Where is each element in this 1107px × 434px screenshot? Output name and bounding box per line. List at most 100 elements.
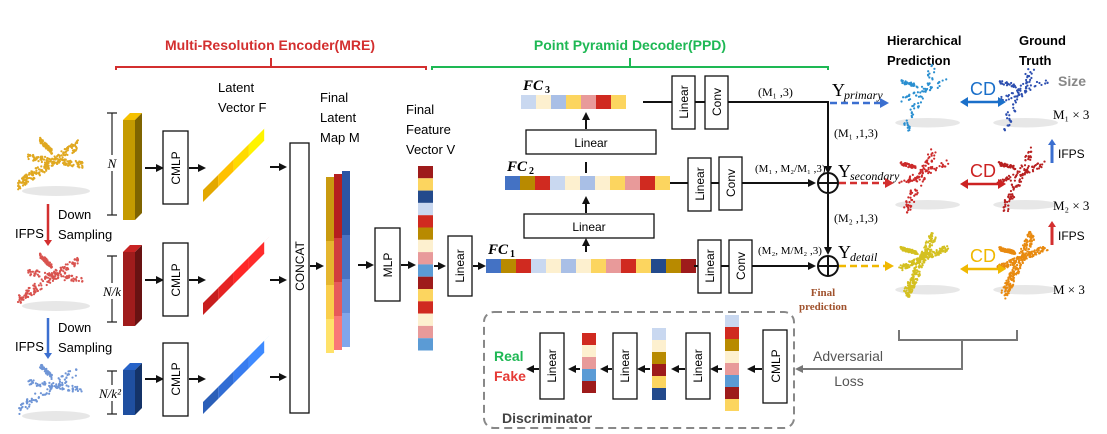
fc-label: FC — [522, 78, 544, 94]
result-point-clouds — [895, 63, 1058, 300]
final-prediction-label-line2: prediction — [799, 301, 847, 313]
conv-label: Conv — [734, 252, 748, 280]
head-secondary: Linear Conv (M₁ , M₂/M₁ ,3) — [670, 156, 826, 212]
latent-map-cell — [342, 313, 350, 347]
conv-label: Conv — [724, 169, 738, 197]
fc-cell — [655, 176, 670, 190]
fc-cell — [595, 176, 610, 190]
downsample-arrowhead-icon — [44, 353, 52, 359]
discriminator: Discriminator CMLP Linear Linear Linear … — [483, 311, 795, 429]
decoder-input-linear: Linear — [447, 235, 473, 297]
fc-cell — [610, 176, 625, 190]
hierarchical-prediction-label-line1: Hierarchical — [887, 33, 961, 48]
feature-vector-cell — [418, 264, 433, 277]
arrow-right-icon — [998, 264, 1006, 274]
fc-cell — [581, 95, 596, 109]
adversarial-loss-label-line2: Loss — [834, 373, 864, 389]
disc-cell — [582, 369, 596, 381]
fc-cell — [521, 95, 536, 109]
conv-label: Conv — [710, 88, 724, 116]
fc-cell — [611, 95, 626, 109]
size-m: M × 3 — [1053, 282, 1085, 297]
ifps-label: IFPS — [1058, 229, 1085, 243]
predicted-cloud — [895, 63, 960, 132]
shape-reshape-2: (M₂ ,1,3) — [834, 211, 878, 225]
size-m1: M₁ × 3 — [1053, 107, 1089, 122]
downsampling-2: IFPS Down Sampling — [15, 318, 112, 359]
linear-label: Linear — [618, 349, 632, 382]
fc-cell — [576, 259, 591, 273]
feature-vector-cell — [418, 166, 433, 179]
encoder-title: Multi-Resolution Encoder(MRE) — [165, 37, 375, 53]
latent-map-cell — [326, 285, 334, 319]
feature-vector-cell — [418, 313, 433, 326]
downsample-label-line2: Sampling — [58, 227, 112, 242]
latent-map-cell — [334, 316, 342, 350]
size-label-n: N — [107, 156, 118, 171]
fc-cell — [546, 259, 561, 273]
input-cloud-n — [17, 136, 90, 196]
latent-map-label-line2: Latent — [320, 110, 357, 125]
disc-cell — [652, 328, 666, 340]
svg-text:Y: Y — [838, 161, 851, 181]
arrow-left-icon — [960, 97, 968, 107]
linear-label: Linear — [693, 167, 707, 200]
size-bracket-nk: N/k — [96, 255, 124, 323]
disc-cell — [725, 363, 739, 375]
mlp-label: MLP — [381, 253, 395, 278]
feature-vector-cell — [418, 301, 433, 314]
latent-map-cell — [342, 171, 350, 235]
shape-reshape-1: (M₁ ,1,3) — [834, 126, 878, 140]
latent-map-cell — [326, 319, 334, 353]
shadow — [22, 301, 90, 311]
fc-label: FC — [506, 159, 528, 175]
ifps-label: IFPS — [1058, 147, 1085, 161]
latent-map-cell — [326, 177, 334, 241]
feature-vector-cell — [418, 239, 433, 253]
arrow-right-icon — [998, 97, 1006, 107]
hierarchical-prediction-label-line2: Prediction — [887, 53, 951, 68]
linear-label: Linear — [703, 249, 717, 282]
ground-truth-label-line2: Truth — [1019, 53, 1052, 68]
shadow — [895, 117, 960, 128]
feature-vector-cell — [418, 289, 433, 302]
size-m2: M₂ × 3 — [1053, 198, 1089, 213]
downsample-label-line1: Down — [58, 320, 91, 335]
fc-cell — [536, 95, 551, 109]
fc-cell — [636, 259, 651, 273]
feature-vector-cell — [418, 202, 433, 216]
downsample-label-line1: Down — [58, 207, 91, 222]
disc-cell — [582, 333, 596, 345]
fc-cell — [580, 176, 595, 190]
fc-cell — [501, 259, 516, 273]
linear-label: Linear — [574, 136, 607, 150]
fc-cell — [621, 259, 636, 273]
feature-vector-cell — [418, 227, 433, 240]
ground-truth-cloud — [993, 68, 1058, 132]
input-cloud-nk — [16, 252, 90, 311]
fc-linear-1-2: Linear — [523, 196, 655, 252]
adversarial-loss-label-line1: Adversarial — [813, 348, 883, 364]
latent-vector-2 — [203, 235, 271, 315]
cmlp-label: CMLP — [169, 263, 183, 296]
predicted-cloud — [895, 232, 960, 298]
ifps-label: IFPS — [15, 339, 44, 354]
fc-cell — [566, 95, 581, 109]
cd-link: CD — [960, 79, 1006, 107]
latent-vector-3 — [203, 334, 271, 414]
decoder-brace — [431, 58, 829, 70]
disc-cell — [652, 376, 666, 388]
ifps-label: IFPS — [15, 226, 44, 241]
fc-cell — [486, 259, 501, 273]
disc-cell — [652, 364, 666, 376]
gt-ifps-2: IFPS — [1048, 221, 1085, 245]
sum-nodes: (M₁ ,1,3) (M₂ ,1,3) — [817, 126, 878, 277]
disc-cell — [652, 352, 666, 364]
output-primary-label: primary — [843, 88, 883, 102]
disc-cell — [652, 388, 666, 400]
latent-vector-label-line2: Vector F — [218, 100, 266, 115]
shadow — [993, 117, 1058, 128]
fc-cell — [505, 176, 520, 190]
